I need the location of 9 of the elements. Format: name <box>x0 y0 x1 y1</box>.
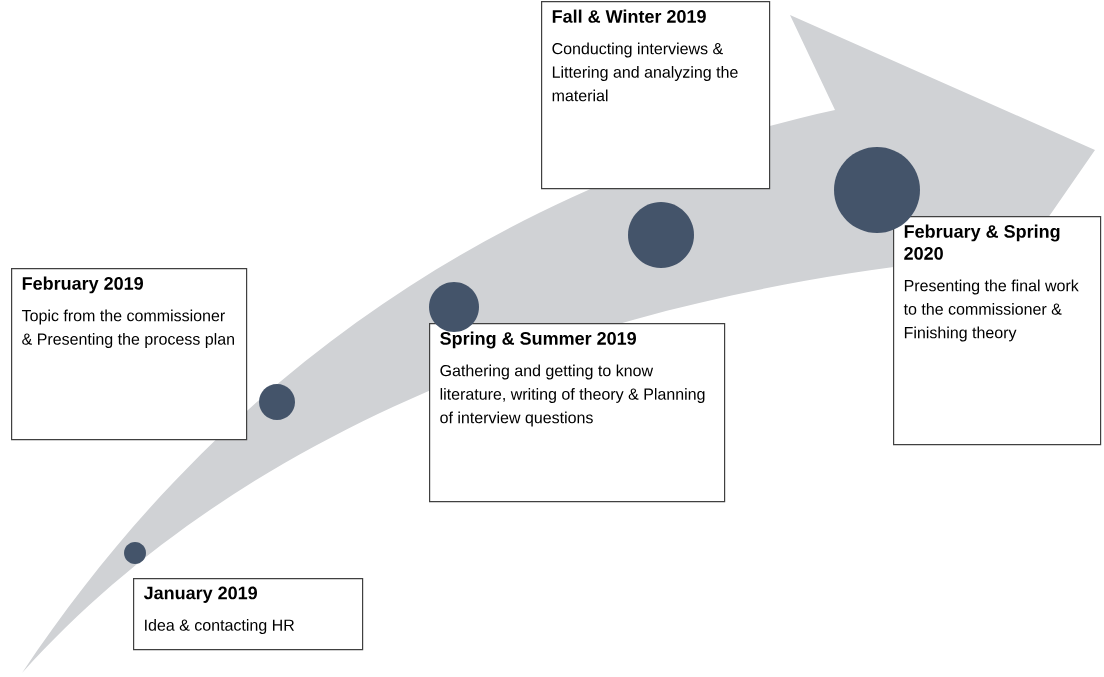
text-box: February 2019 Topic from the commissioner & Presenting the process plan <box>11 268 248 441</box>
text-box: January 2019 Idea & contacting HR <box>133 578 364 651</box>
milestone-dot <box>259 384 295 420</box>
milestone-dot <box>429 282 479 332</box>
milestone-dot <box>628 202 694 268</box>
milestone-dot <box>124 542 146 564</box>
text-box: Fall & Winter 2019 Conducting interviews & Littering and analyzing the material <box>541 1 771 190</box>
text-box: Spring & Summer 2019 Gathering and getting to know literature, writing of theory & Planning of interview questions <box>429 323 726 503</box>
text-box: February & Spring 2020 Presenting the final work to the commissioner & Finishing theory <box>893 216 1102 446</box>
